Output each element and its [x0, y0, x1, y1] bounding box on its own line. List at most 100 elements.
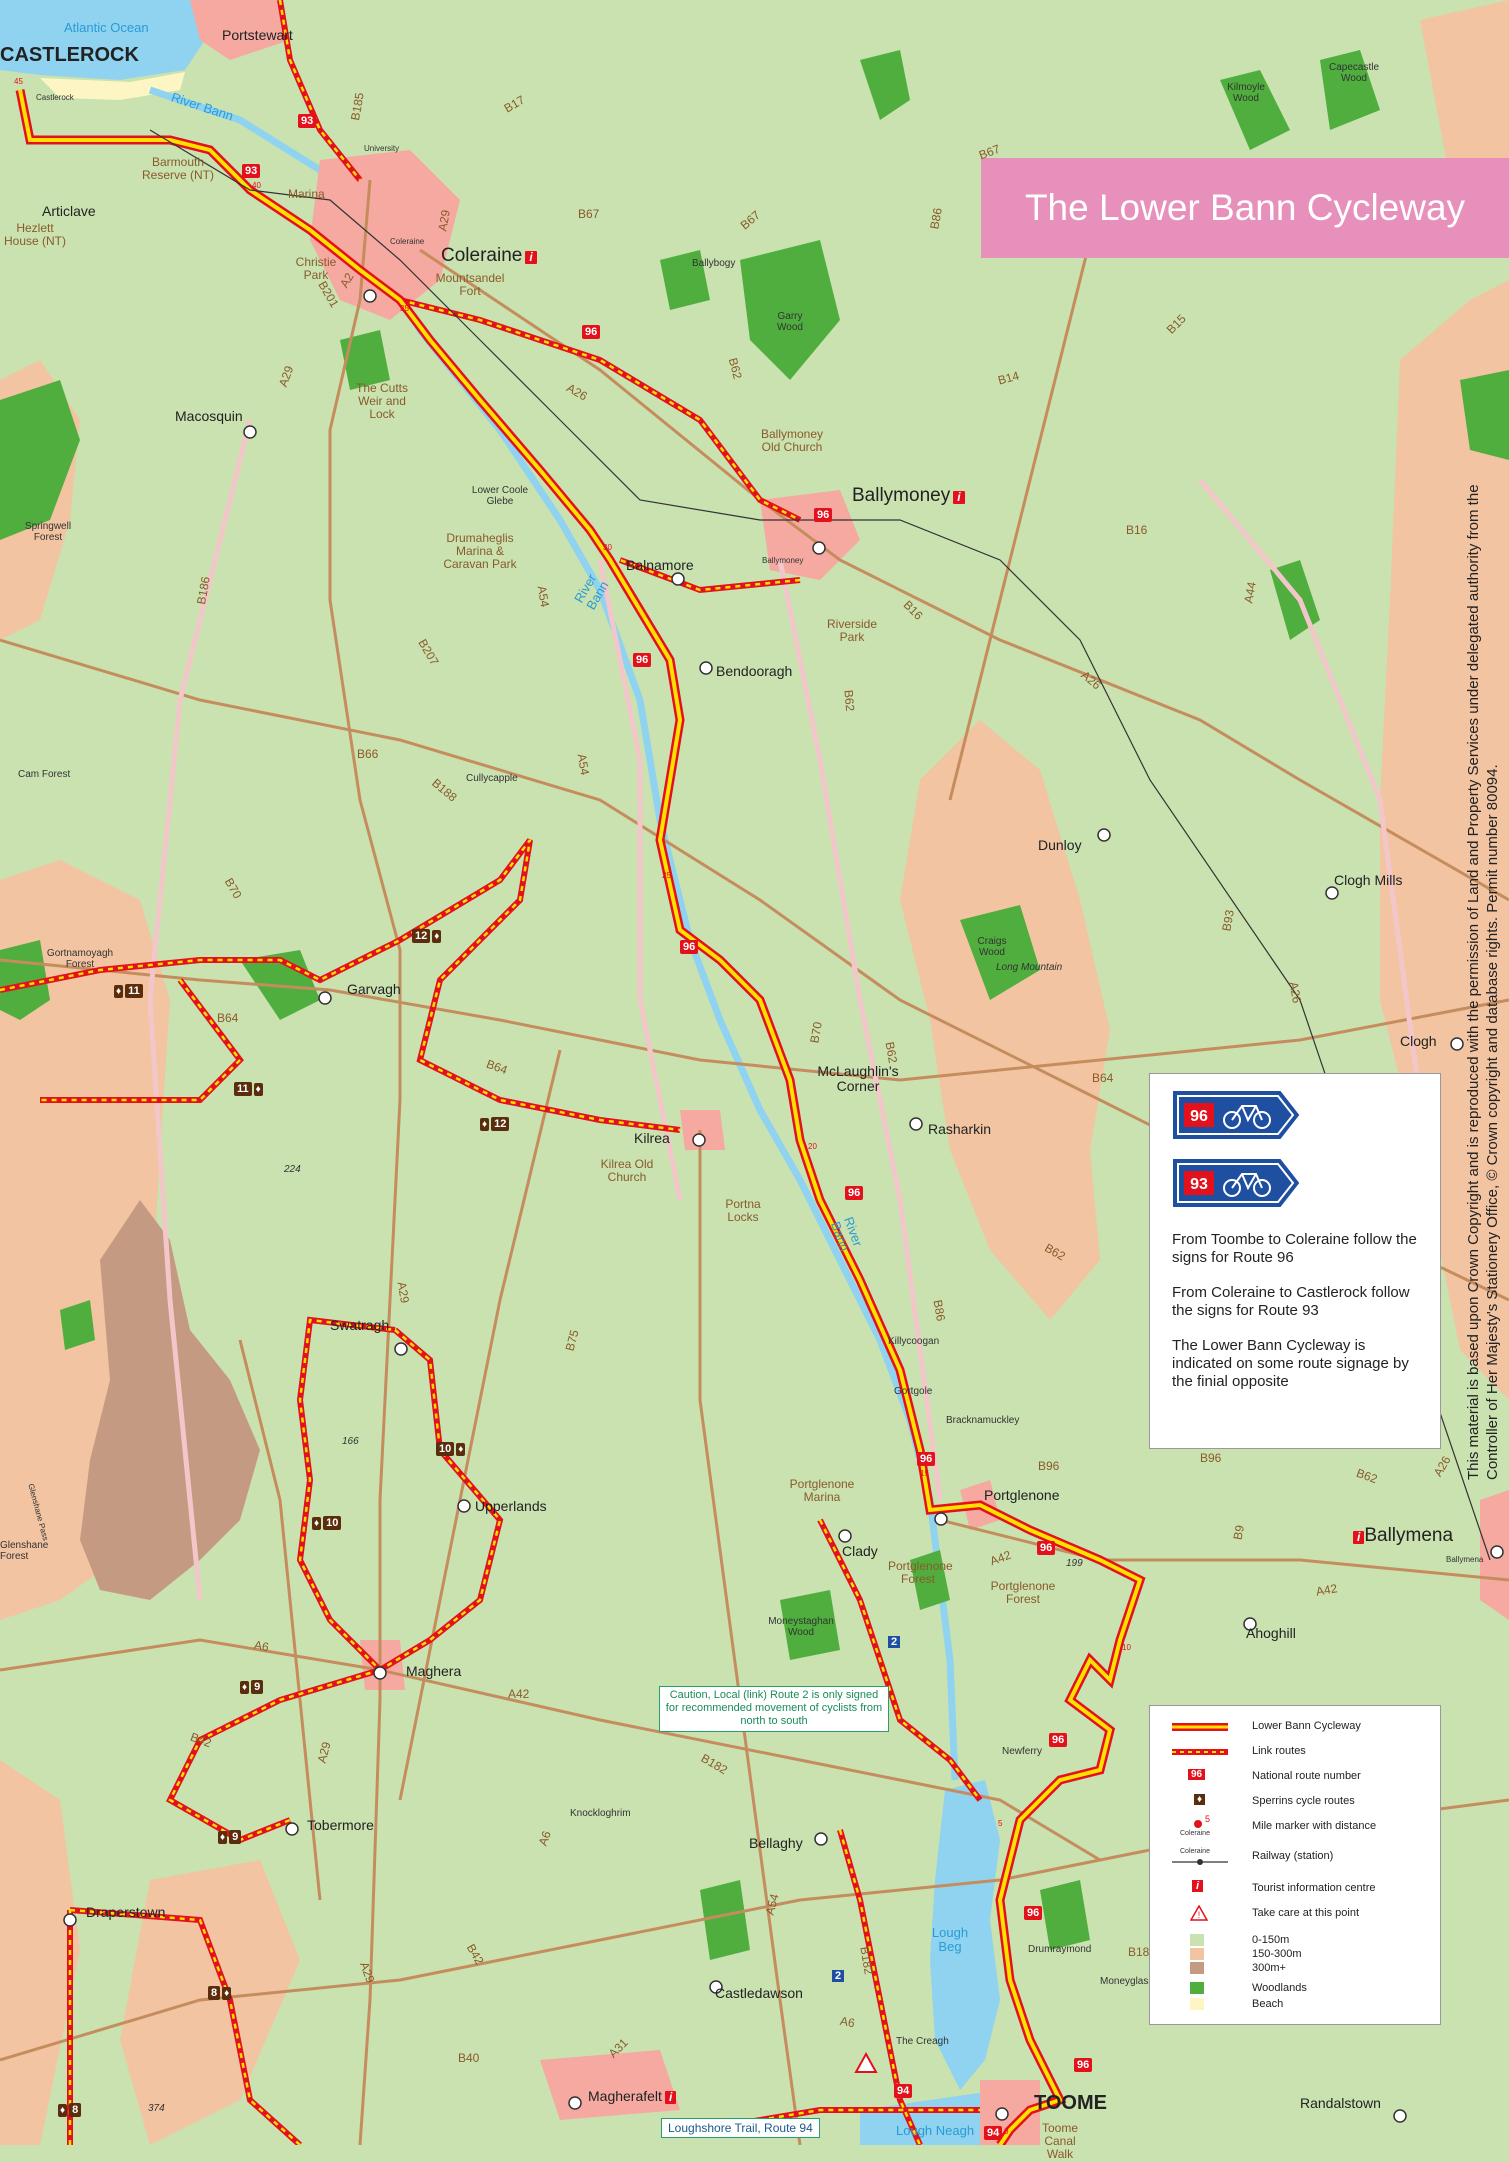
legend-row-milemarker: 5 Coleraine Mile marker with distance [1180, 1814, 1377, 1837]
label-clogh: Clogh [1400, 1033, 1437, 1049]
take-care-icon [854, 2051, 878, 2073]
label-portglenone-forest: Portglenone Forest [888, 1559, 953, 1587]
bike-icon: ♦ [432, 929, 442, 943]
label-gortgole: Gortgole [894, 1386, 933, 1397]
sperrins-route-8-badge: 8♦ [208, 1986, 232, 2000]
woodland-areas [0, 50, 1509, 1960]
label-rasharkin: Rasharkin [928, 1121, 992, 1137]
bike-icon: ♦ [240, 1680, 250, 1694]
label-ballymoney-old-church: Ballymoney Old Church [760, 427, 824, 455]
label-garvagh: Garvagh [347, 981, 401, 997]
road-label: A6 [252, 1637, 270, 1655]
label-balnamore: Balnamore [626, 557, 694, 573]
legend-row-0-150: 0-150m [1150, 1930, 1440, 1952]
road-label: A42 [508, 1687, 530, 1701]
label-riverside-park: Riverside Park [826, 617, 877, 645]
tourist-info-icon: i [525, 250, 537, 265]
caution-note: Caution, Local (link) Route 2 is only si… [659, 1686, 889, 1732]
route-96-badge: 96 [680, 940, 699, 955]
label-ballymena-station: Ballymena [1446, 1555, 1484, 1564]
label-maghera: Maghera [406, 1663, 462, 1679]
label-cullycapple: Cullycapple [466, 773, 518, 784]
road-label: B9 [1230, 1524, 1247, 1541]
label-capecastle-wood: Capecastle Wood [1328, 62, 1380, 84]
road-label: A26 [1286, 980, 1305, 1005]
legend-row-care: ! Take care at this point [1150, 1903, 1440, 1925]
road-label: B62 [841, 689, 858, 712]
label-toome-canal-walk: Toome Canal Walk [1041, 2121, 1079, 2162]
mile-marker: 25 [662, 871, 671, 880]
route-93-badge: 93 [242, 164, 261, 179]
mile-marker: 15 [920, 1469, 929, 1478]
label-glenshane-forest: Glenshane Forest [0, 1540, 49, 1562]
label-cam-forest: Cam Forest [18, 769, 71, 780]
label-cutts: The Cutts Weir and Lock [355, 381, 409, 422]
beach-area [40, 72, 185, 100]
bike-icon: ♦ [218, 1830, 228, 1844]
label-long-mountain: Long Mountain [996, 962, 1063, 973]
mile-marker: 40 [252, 181, 261, 190]
label-castledawson: Castledawson [715, 1985, 803, 2001]
bike-icon: ♦ [456, 1442, 466, 1456]
label-tobermore: Tobermore [307, 1817, 374, 1833]
railway-symbol-name: Coleraine [1180, 1848, 1210, 1855]
label-swatragh: Swatragh [330, 1317, 390, 1333]
bike-icon: ♦ [58, 2103, 68, 2117]
sperrins-route-8-badge: ♦8 [58, 2103, 82, 2117]
label-toome: TOOME [1034, 2092, 1107, 2114]
map-legend: Lower Bann Cycleway Link routes 96 Natio… [1149, 1705, 1441, 2025]
label-ballybogy: Ballybogy [692, 258, 736, 269]
label-knockloghrim: Knockloghrim [570, 1808, 631, 1819]
sign-93-number: 93 [1190, 1176, 1208, 1193]
label-kilrea: Kilrea [634, 1130, 670, 1146]
route-96-badge: 96 [633, 653, 652, 668]
route-96-badge: 96 [814, 508, 833, 523]
route-93-sign: 93 [1173, 1159, 1300, 1207]
road-label: A29 [394, 1280, 413, 1305]
road-label: B16 [1126, 523, 1148, 537]
road-label: B67 [578, 207, 600, 221]
tourist-info-icon: i [1353, 1530, 1365, 1545]
bike-icon: ♦ [480, 1117, 490, 1131]
bike-icon: ♦ [253, 1082, 263, 1096]
label-spot-166: 166 [342, 1436, 359, 1447]
sperrins-route-10-badge: ♦10 [312, 1516, 342, 1530]
label-spot-224: 224 [284, 1164, 301, 1175]
label-university: University [364, 144, 400, 153]
label-upperlands: Upperlands [475, 1498, 547, 1514]
mile-marker-symbol [1194, 1820, 1202, 1828]
mile-marker: 10 [1122, 1643, 1131, 1652]
label-lough-neagh: Lough Neagh [896, 2123, 975, 2138]
route-94-badge: 94 [894, 2084, 913, 2099]
label-portglenone-forest-2: Portglenone Forest [990, 1579, 1056, 1607]
label-clogh-mills: Clogh Mills [1334, 872, 1403, 888]
label-bracknamuckley: Bracknamuckley [946, 1415, 1020, 1426]
sperrins-route-9-badge: ♦9 [218, 1830, 242, 1844]
tourist-info-icon: i [1192, 1880, 1204, 1892]
route-96-badge: 93 [298, 114, 317, 129]
national-route-symbol: 96 [1188, 1769, 1206, 1780]
info-text-coleraine: From Coleraine to Castlerock follow the … [1172, 1284, 1410, 1319]
bike-icon: ♦ [114, 984, 124, 998]
road-label: A54 [534, 584, 553, 609]
label-craigs-wood: Craigs Wood [977, 936, 1007, 958]
sign-96-number: 96 [1190, 1108, 1208, 1125]
road-label: B96 [1038, 1459, 1060, 1473]
info-text-finial: The Lower Bann Cycleway is indicated on … [1172, 1337, 1409, 1390]
map-title: The Lower Bann Cycleway [981, 158, 1509, 258]
copyright-notice: This material is based upon Crown Copyri… [1465, 484, 1501, 1480]
road-label: B86 [930, 1298, 949, 1323]
route-96-badge: 96 [1074, 2058, 1093, 2073]
sperrins-route-12-badge: 12♦ [412, 929, 442, 943]
label-portglenone-marina: Portglenone Marina [789, 1477, 855, 1505]
road-label: B62 [882, 1040, 901, 1065]
mile-marker: 5 [998, 1819, 1003, 1828]
beach-swatch [1190, 1998, 1204, 2010]
label-lower-coole-glebe: Lower Coole Glebe [471, 485, 529, 507]
legend-row-link: Link routes [1150, 1741, 1440, 1763]
route-96-badge: 96 [1024, 1906, 1043, 1921]
label-drumraymond: Drumraymond [1028, 1944, 1092, 1955]
label-castlerock-station: Castlerock [36, 93, 74, 102]
road-label: B96 [1200, 1451, 1222, 1465]
